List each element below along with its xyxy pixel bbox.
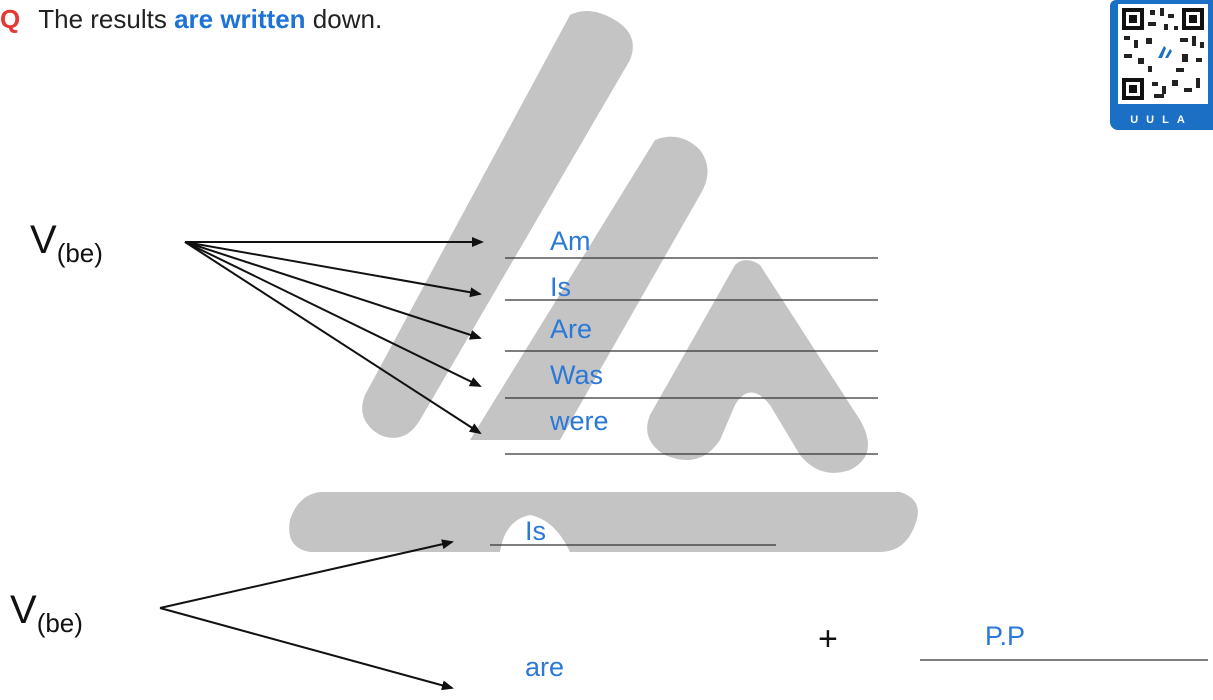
qr-code-icon (1118, 4, 1208, 104)
sentence-end: down. (305, 4, 383, 34)
form-am: Am (550, 226, 591, 256)
qr-code-badge[interactable]: UULA (1110, 0, 1213, 130)
arrow-to-are (184, 241, 482, 340)
past-participle-label: P.P (985, 621, 1026, 651)
form-is-passive: Is (525, 516, 547, 546)
verb-be-label-2: V(be) (10, 588, 83, 639)
form-is: Is (550, 272, 572, 302)
arrow-to-was (184, 241, 482, 387)
question-q-icon: Q (0, 4, 21, 34)
question-sentence: Q The results are written down. (0, 4, 382, 35)
arrow-to-are-2 (159, 607, 454, 691)
verb-letter: V (30, 218, 57, 262)
form-are-passive: are (525, 652, 565, 682)
verb-be-label-1: V(be) (30, 218, 103, 269)
sentence-emphasis: are written (174, 4, 306, 34)
qr-brand-label: UULA (1130, 114, 1193, 126)
verb-letter: V (10, 588, 37, 632)
sentence-start: The results (38, 4, 175, 34)
form-was: Was (550, 360, 603, 390)
verb-subscript: (be) (36, 608, 83, 638)
verb-subscript: (be) (56, 238, 103, 268)
form-were: were (550, 406, 609, 436)
arrow-to-were (184, 241, 482, 435)
form-are: Are (550, 314, 593, 344)
plus-sign: + (818, 620, 838, 658)
arrow-to-is-2 (159, 539, 454, 609)
arrow-to-is (184, 241, 482, 298)
